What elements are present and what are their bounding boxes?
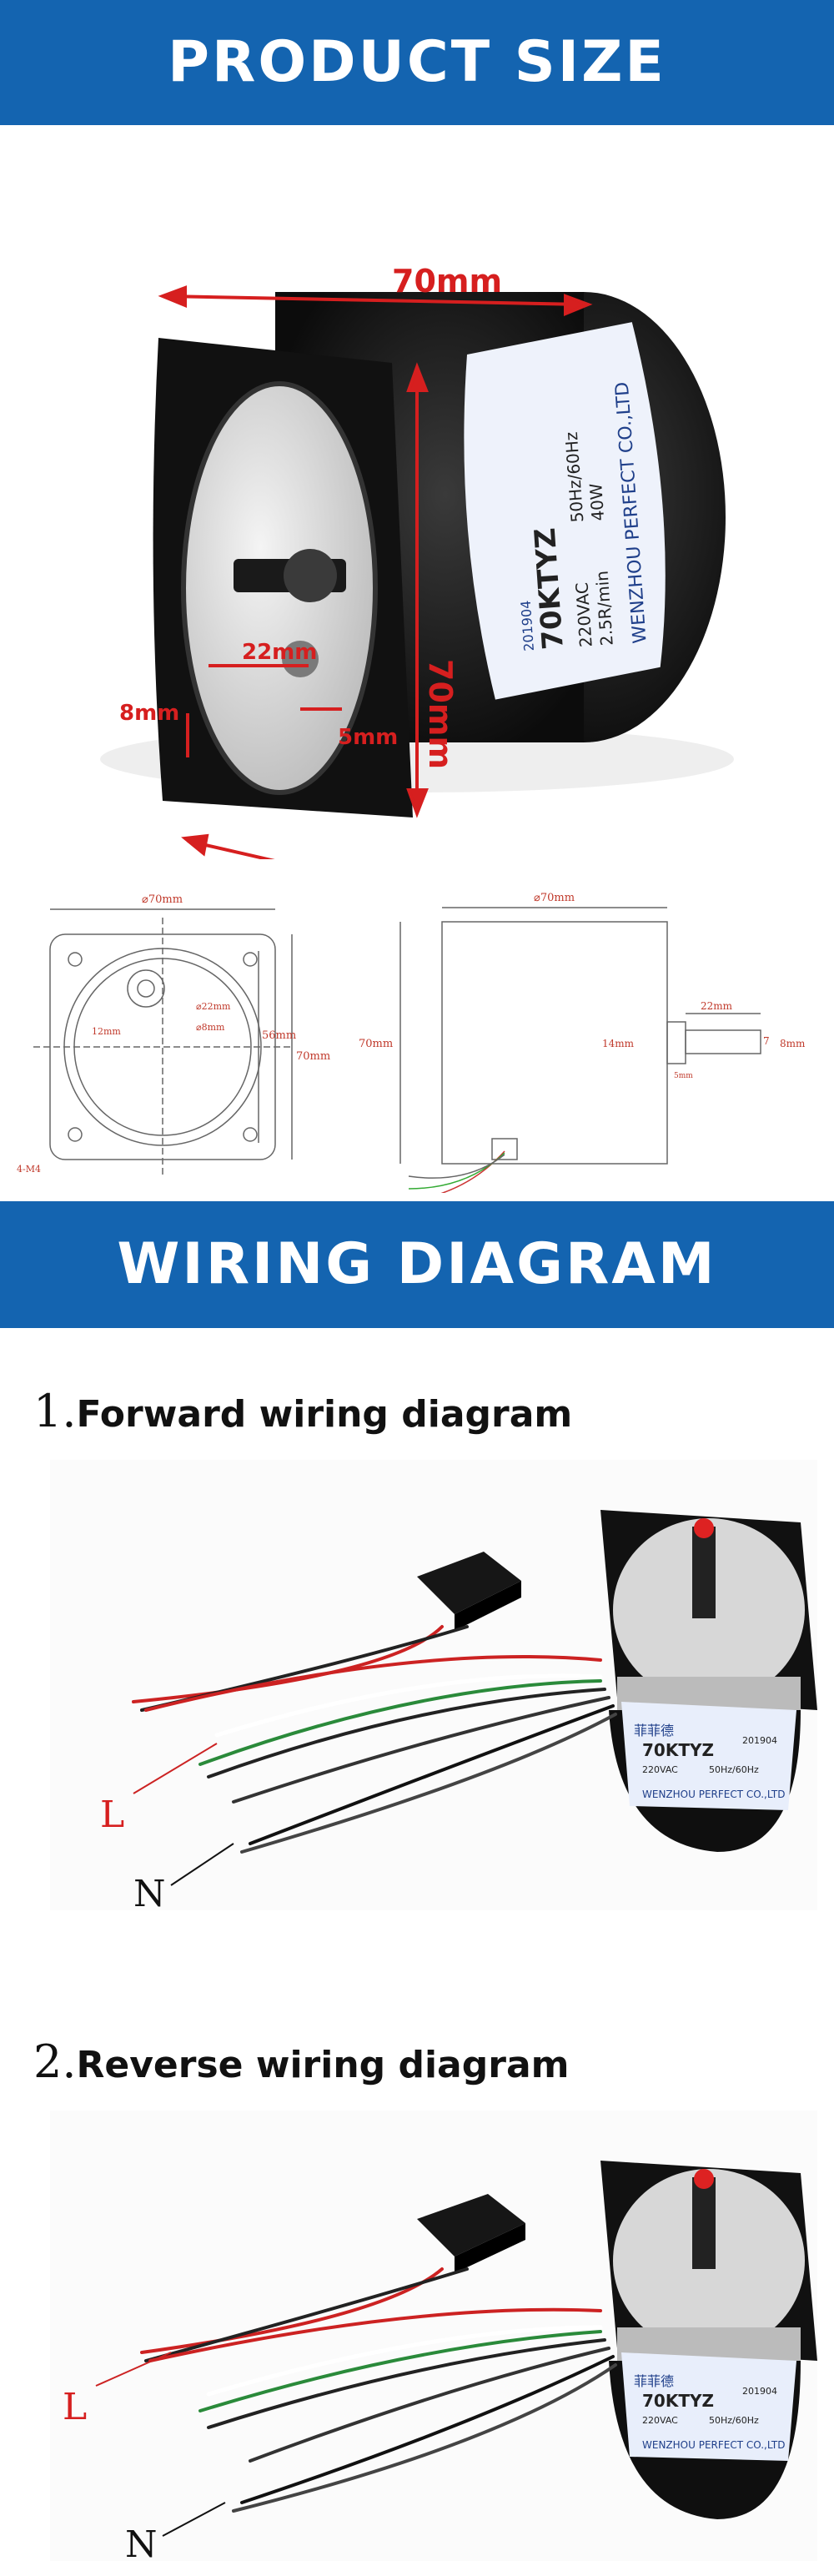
forward-heading-number: 1. (33, 1385, 77, 1437)
dim-height-70: 70mm (422, 659, 459, 769)
svg-text:220VAC: 220VAC (642, 1764, 678, 1775)
side-dim-8: 8mm (780, 1038, 806, 1049)
forward-L-label: L (100, 1794, 124, 1836)
side-dim-5: 5mm (674, 1072, 693, 1080)
product-photo: 201904 70KTYZ 220VAC 2.5R/min 50Hz/60Hz … (100, 263, 734, 859)
side-dim-shaft-d: 14mm (602, 1038, 635, 1049)
svg-text:201904: 201904 (742, 2386, 777, 2397)
dim-shaft-22: 22mm (242, 640, 317, 665)
front-dim-right: 70mm (296, 1050, 330, 1063)
forward-heading: 1.Forward wiring diagram (33, 1385, 572, 1437)
side-dim-left: 70mm (359, 1038, 393, 1050)
dim-shaft-5: 5mm (338, 725, 398, 750)
motor-label: 201904 70KTYZ 220VAC 2.5R/min 50Hz/60Hz … (464, 322, 666, 700)
reverse-L-label: L (63, 2386, 87, 2428)
svg-text:菲菲德: 菲菲德 (634, 2373, 674, 2389)
forward-L-pointer (133, 1743, 218, 1794)
forward-wiring-photo: 菲菲德 70KTYZ 201904 220VAC 50Hz/60Hz WENZH… (50, 1460, 817, 1915)
svg-text:201904: 201904 (742, 1735, 777, 1746)
front-dim-56: 56mm (262, 1029, 296, 1042)
reverse-N-label: N (125, 2523, 158, 2566)
reverse-heading: 2.Reverse wiring diagram (33, 2035, 569, 2088)
dim-width-70: 70mm (392, 263, 502, 299)
forward-motor: 菲菲德 70KTYZ 201904 220VAC 50Hz/60Hz WENZH… (600, 1510, 817, 1852)
svg-text:70KTYZ: 70KTYZ (642, 2391, 714, 2411)
svg-text:菲菲德: 菲菲德 (634, 1723, 674, 1738)
forward-N-pointer (170, 1843, 234, 1886)
svg-text:201904: 201904 (518, 600, 537, 652)
side-dim-top: ⌀70mm (534, 892, 575, 904)
reverse-L-pointer (95, 2352, 172, 2387)
front-dim-8: ⌀8mm (196, 1022, 225, 1033)
forward-N-label: N (133, 1873, 166, 1915)
reverse-motor: 菲菲德 70KTYZ 201904 220VAC 50Hz/60Hz WENZH… (600, 2161, 817, 2519)
product-size-title: PRODUCT SIZE (168, 29, 666, 95)
reverse-heading-text: Reverse wiring diagram (76, 2044, 570, 2086)
forward-heading-text: Forward wiring diagram (76, 1393, 573, 1436)
reverse-N-pointer (162, 2502, 226, 2537)
front-dim-22: ⌀22mm (196, 1001, 231, 1012)
side-dim-shaft-len: 22mm (701, 1000, 733, 1012)
svg-text:220VAC: 220VAC (642, 2415, 678, 2426)
svg-text:220VAC: 220VAC (571, 581, 595, 647)
reverse-capacitor (417, 2194, 525, 2257)
svg-text:70KTYZ: 70KTYZ (642, 1740, 714, 1760)
wiring-diagram-title: WIRING DIAGRAM (117, 1231, 717, 1297)
technical-drawing: ⌀70mm 70mm 56mm ⌀22mm ⌀8mm 12mm 4-M4 ⌀70… (17, 892, 806, 1193)
front-dim-top: ⌀70mm (142, 893, 183, 906)
dim-shaft-8: 8mm (119, 701, 179, 726)
svg-text:WENZHOU PERFECT CO.,LTD: WENZHOU PERFECT CO.,LTD (642, 1789, 785, 1800)
svg-text:40W: 40W (585, 482, 608, 521)
forward-capacitor (417, 1552, 521, 1614)
reverse-heading-number: 2. (33, 2035, 77, 2088)
side-dim-7: 7 (763, 1035, 770, 1047)
front-dim-corner: 4-M4 (17, 1164, 41, 1175)
reverse-wiring-photo: 菲菲德 70KTYZ 201904 220VAC 50Hz/60Hz WENZH… (50, 2111, 817, 2566)
svg-text:50Hz/60Hz: 50Hz/60Hz (709, 1764, 759, 1775)
wiring-diagram-banner: WIRING DIAGRAM (0, 1201, 834, 1328)
svg-text:WENZHOU PERFECT CO.,LTD: WENZHOU PERFECT CO.,LTD (642, 2439, 785, 2451)
front-dim-12: 12mm (92, 1026, 121, 1037)
product-size-banner: PRODUCT SIZE (0, 0, 834, 125)
svg-text:50Hz/60Hz: 50Hz/60Hz (709, 2415, 759, 2426)
